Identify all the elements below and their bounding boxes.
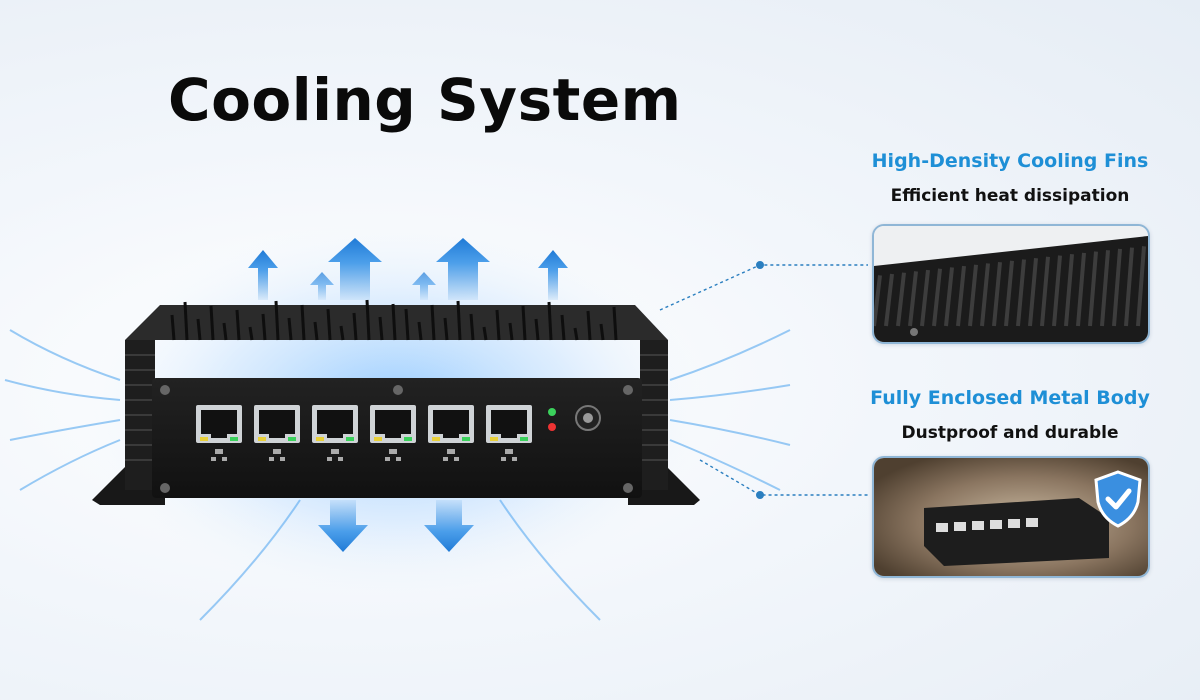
cooling-fin [209, 305, 215, 341]
cooling-fin [287, 317, 293, 341]
cooling-fin [365, 299, 371, 341]
cooling-fin [313, 321, 319, 341]
ethernet-port-icon [486, 405, 532, 461]
shield-check-icon [1094, 470, 1142, 528]
cooling-fin [443, 317, 449, 341]
cooling-fin [521, 305, 527, 341]
network-icon [211, 449, 227, 461]
feature-subtitle: Efficient heat dissipation [890, 186, 1130, 206]
cooling-fin [1088, 251, 1098, 327]
cooling-fin [222, 322, 228, 341]
cooling-fin [378, 316, 384, 341]
cooling-fin [170, 314, 176, 341]
cooling-fin [508, 322, 514, 341]
network-icon [269, 449, 285, 461]
network-icon [443, 449, 459, 461]
ethernet-port-icon [370, 405, 416, 461]
cooling-fin [944, 267, 954, 327]
cooling-fin [196, 318, 202, 341]
cooling-fin [274, 300, 280, 341]
network-icon [501, 449, 517, 461]
cooling-fin [896, 272, 906, 327]
airflow-arrow-icon [318, 500, 474, 552]
cooling-fin [1028, 258, 1038, 327]
ethernet-port-icon [254, 405, 300, 461]
cooling-fin [1124, 247, 1134, 327]
airflow-arrow-icon [248, 238, 568, 300]
cooling-fin [1040, 256, 1050, 327]
feature-title: High-Density Cooling Fins [871, 150, 1149, 172]
cooling-fin [469, 313, 475, 341]
cooling-fin [417, 321, 423, 341]
mini-pc-device [92, 299, 700, 505]
cooling-fin [908, 271, 918, 327]
cooling-fin [920, 269, 930, 327]
cooling-fin [482, 326, 488, 341]
cooling-fin [495, 309, 501, 341]
cooling-fin [968, 264, 978, 327]
cooling-fin [430, 304, 436, 341]
cooling-fins-photo [872, 224, 1150, 344]
cooling-fin [391, 303, 397, 341]
cooling-fin [547, 301, 553, 341]
cooling-fin [1004, 260, 1014, 327]
cooling-fin [980, 263, 990, 327]
network-icon [385, 449, 401, 461]
cooling-fin [932, 268, 942, 327]
cooling-fin [586, 310, 592, 341]
cooling-fin [339, 325, 345, 341]
airflow-streaks [4, 329, 791, 621]
ethernet-port-icon [428, 405, 474, 461]
ethernet-port-icon [196, 405, 242, 461]
ethernet-port-icon [312, 405, 358, 461]
cooling-fin [956, 265, 966, 327]
cooling-fin [248, 326, 254, 341]
cooling-fin [1076, 252, 1086, 327]
cooling-fin [1064, 254, 1074, 327]
cooling-fin [884, 273, 894, 327]
connector-dot [756, 261, 764, 269]
cooling-fin [1016, 259, 1026, 327]
cooling-fin [300, 304, 306, 341]
cooling-fin [560, 314, 566, 341]
cooling-fin [352, 312, 358, 341]
cooling-fin [1052, 255, 1062, 327]
connector-dot [756, 491, 764, 499]
cooling-fin [235, 309, 241, 341]
cooling-fin [1136, 246, 1146, 327]
cooling-fin [599, 323, 605, 341]
cooling-fin [1112, 248, 1122, 327]
cooling-fin [183, 301, 189, 341]
cooling-fin [1100, 250, 1110, 327]
cooling-fin [326, 308, 332, 341]
cooling-fin [992, 261, 1002, 327]
cooling-fin [874, 275, 882, 327]
network-icon [327, 449, 343, 461]
feature-subtitle: Dustproof and durable [901, 423, 1119, 443]
feature-title: Fully Enclosed Metal Body [870, 387, 1150, 409]
cooling-fin [534, 318, 540, 341]
cooling-fin [404, 308, 410, 341]
power-icon [575, 405, 601, 431]
cooling-fin [261, 313, 267, 341]
metal-body-photo [872, 456, 1150, 578]
cooling-fin [456, 300, 462, 341]
cooling-fin [573, 327, 579, 341]
page-title: Cooling System [168, 66, 682, 134]
cooling-fin [612, 306, 618, 341]
